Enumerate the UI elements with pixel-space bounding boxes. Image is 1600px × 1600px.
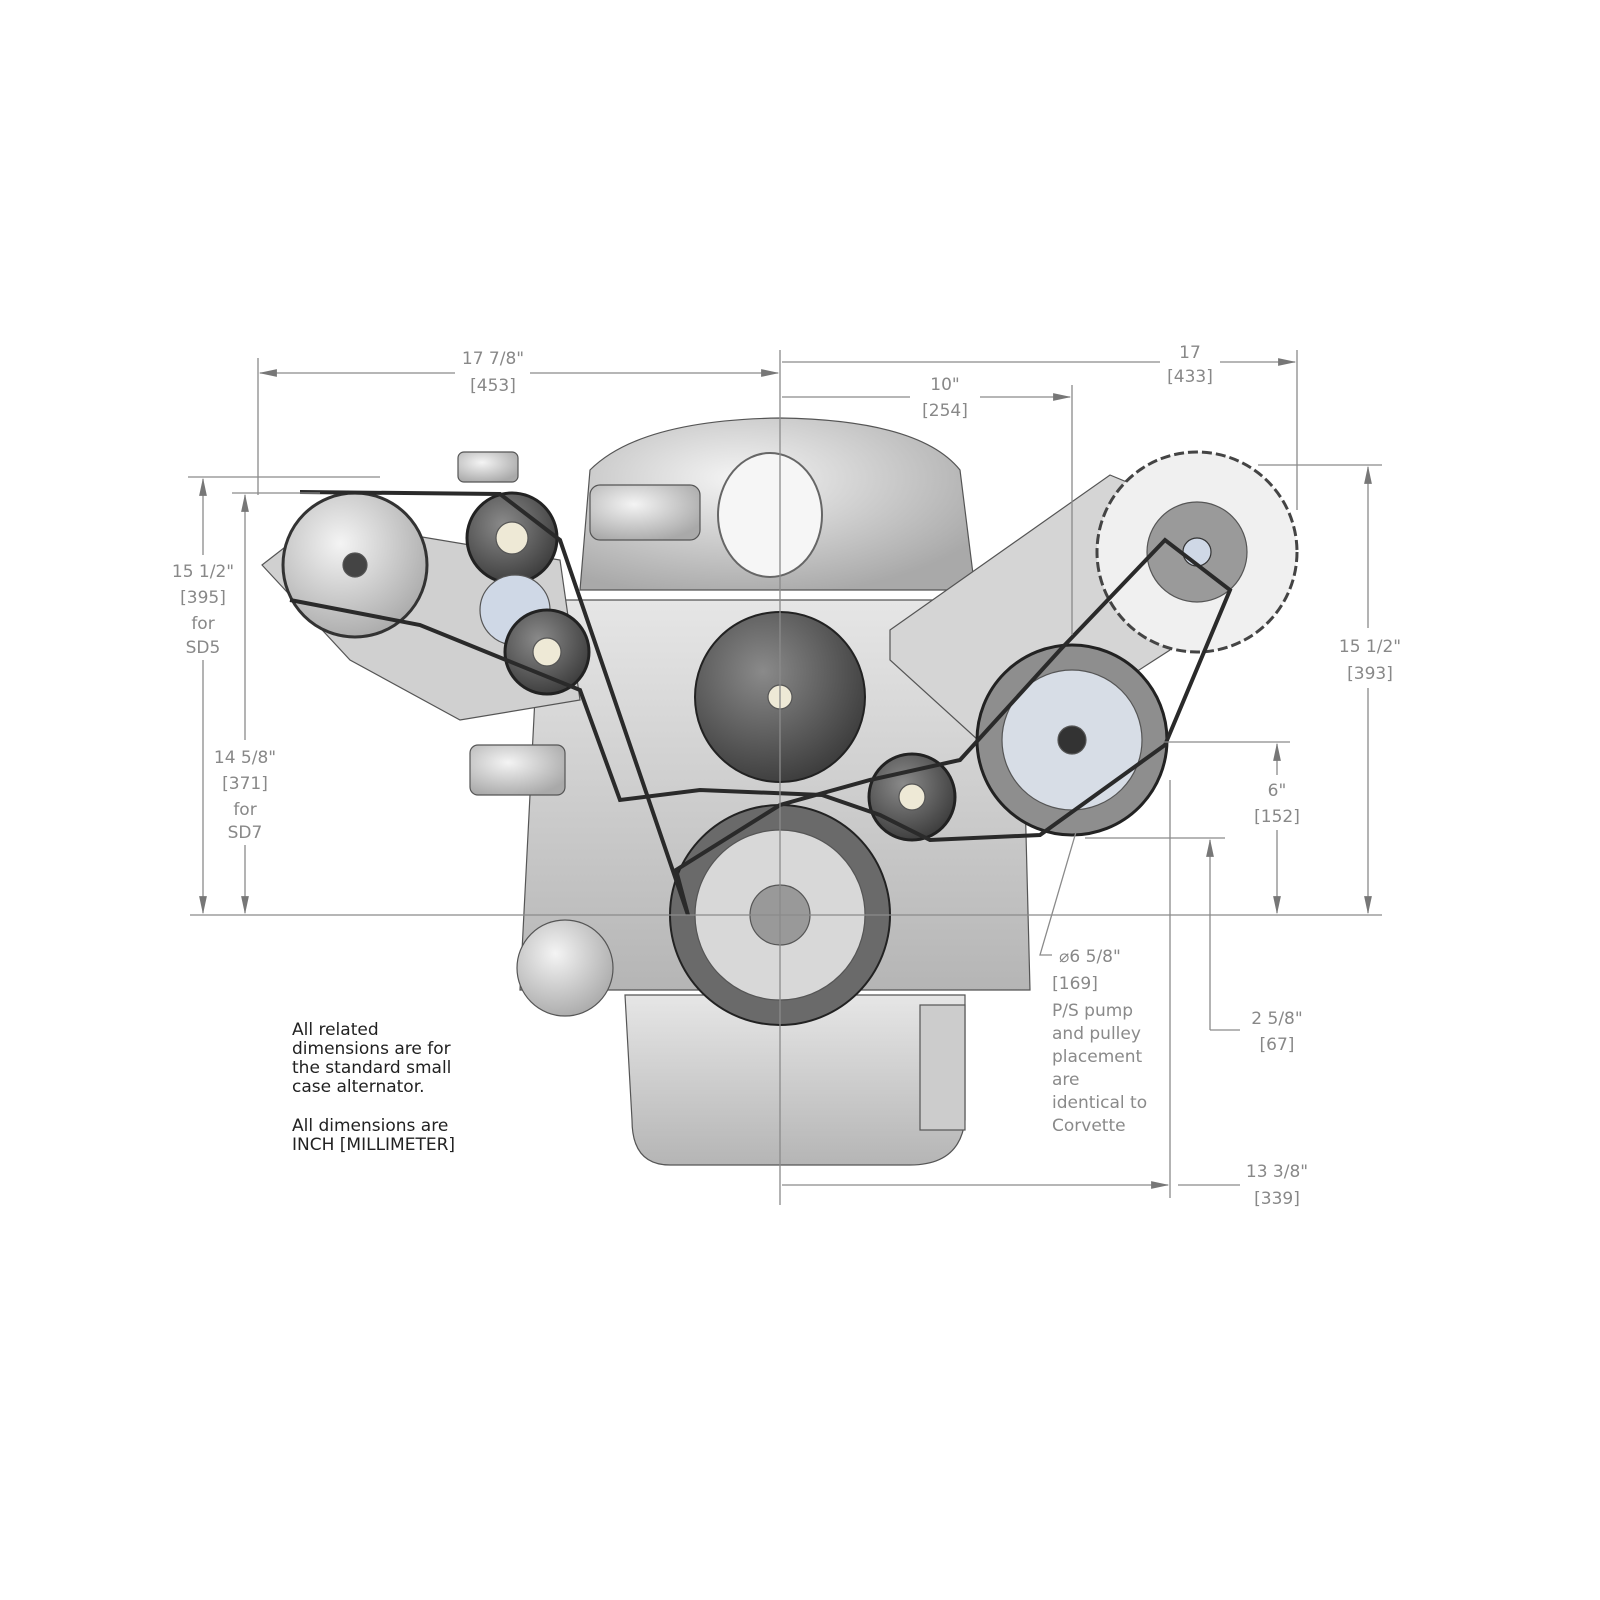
note-line: case alternator. <box>292 1077 425 1097</box>
note-line: All dimensions are <box>292 1116 449 1136</box>
ps-note-line: P/S pump <box>1052 1001 1134 1021</box>
units-note: All dimensions are INCH [MILLIMETER] <box>292 1117 455 1155</box>
dim-bracket-mm: [254] <box>922 401 968 421</box>
dim-sd7-model: SD7 <box>228 823 263 843</box>
dim-sd5-mm: [395] <box>180 588 226 608</box>
engine-illustration <box>261 417 1299 1166</box>
dim-left-width-mm: [453] <box>470 376 516 396</box>
dim-alt-height-inch: 15 1/2" <box>1339 637 1401 657</box>
throttle-body <box>717 452 823 578</box>
dim-sd7-inch: 14 5/8" <box>214 748 276 768</box>
dim-sd7-mm: [371] <box>222 774 268 794</box>
dim-ps-offset-mm: [339] <box>1254 1189 1300 1209</box>
oil-filter <box>919 1004 966 1131</box>
note-line: dimensions are for <box>292 1039 451 1059</box>
starter-motor <box>516 919 614 1017</box>
dimension-labels: 17 7/8" [453] 17 [433] 10" [254] 15 1/2"… <box>172 343 1401 1209</box>
ps-note-line: Corvette <box>1052 1116 1126 1136</box>
dim-ps-diameter-mm: [169] <box>1052 974 1098 994</box>
dim-sd5-model: SD5 <box>186 638 221 658</box>
dimension-lines <box>188 350 1382 1205</box>
reservoir <box>457 451 519 483</box>
dim-bracket-inch: 10" <box>930 375 959 395</box>
dim-ps-lower-inch: 2 5/8" <box>1251 1009 1302 1029</box>
ps-note-line: and pulley <box>1052 1024 1141 1044</box>
oil-pan <box>624 994 966 1166</box>
dim-ps-offset-inch: 13 3/8" <box>1246 1162 1308 1182</box>
note-line: All related <box>292 1020 379 1040</box>
ps-note-line: identical to <box>1052 1093 1148 1113</box>
dim-sd5-for: for <box>191 614 214 634</box>
dim-right-width-inch: 17 <box>1179 343 1201 363</box>
dim-alt-height-mm: [393] <box>1347 664 1393 684</box>
dim-sd5-inch: 15 1/2" <box>172 562 234 582</box>
dim-ps-lower-mm: [67] <box>1260 1035 1295 1055</box>
dim-ps-diameter-inch: ⌀6 5/8" <box>1059 947 1121 967</box>
note-line: the standard small <box>292 1058 452 1078</box>
drive-belt <box>289 490 1233 916</box>
throttle-actuator <box>589 484 701 541</box>
ps-note-line: placement <box>1052 1047 1143 1067</box>
note-line: INCH [MILLIMETER] <box>292 1135 456 1155</box>
ac-hub-icon <box>342 552 368 578</box>
starter <box>469 744 566 796</box>
dim-ps-height-inch: 6" <box>1268 781 1287 801</box>
dim-sd7-for: for <box>233 800 256 820</box>
dim-left-width-inch: 17 7/8" <box>462 349 524 369</box>
dim-ps-height-mm: [152] <box>1254 807 1300 827</box>
dim-right-width-mm: [433] <box>1167 367 1213 387</box>
alternator-note: All related dimensions are for the stand… <box>292 1021 451 1097</box>
ps-placement-note: P/S pump and pulley placement are identi… <box>1052 1000 1147 1138</box>
ps-note-line: are <box>1052 1070 1080 1090</box>
